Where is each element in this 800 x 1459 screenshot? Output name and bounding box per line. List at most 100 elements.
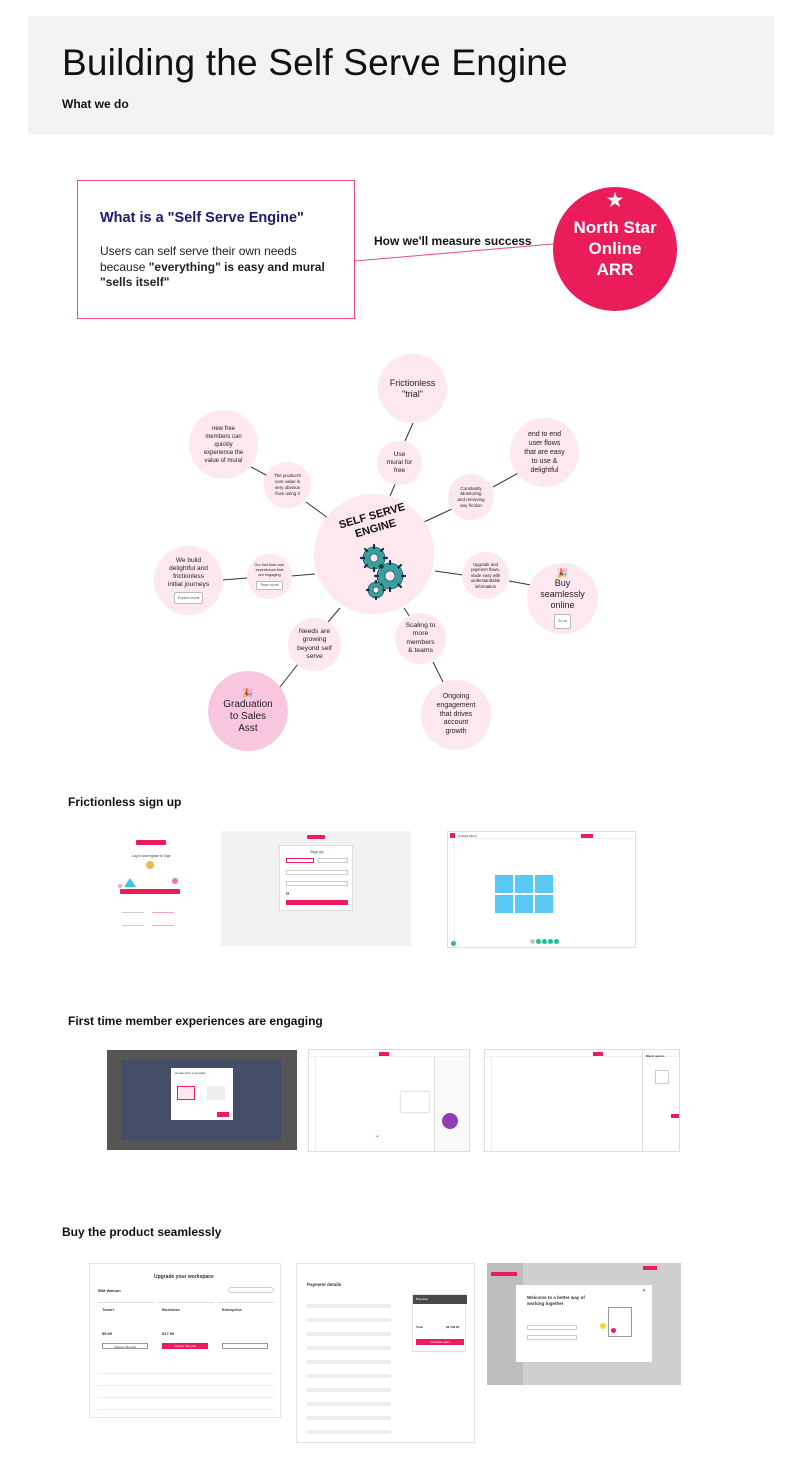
login-button[interactable]: [120, 889, 180, 894]
north-star-circle: ★ North Star Online ARR: [553, 187, 677, 311]
bubble-line: Upgrade and: [473, 561, 498, 567]
bubble-line: Ongoing: [442, 693, 470, 700]
bubble-line: members can: [205, 433, 242, 440]
plan-button[interactable]: Choose this plan: [162, 1343, 208, 1349]
payment-summary: Business Total $2,158.80 Purchase plan: [412, 1294, 467, 1352]
bubble-line: new free: [211, 425, 235, 432]
plan-price: $17.99: [162, 1331, 175, 1336]
plan-button[interactable]: Choose this plan: [102, 1343, 148, 1349]
decor-dot: [172, 878, 178, 884]
thumb-mural-quests: Mural quests: [484, 1049, 680, 1152]
welcome-input[interactable]: [527, 1335, 577, 1340]
bubble-line: that are easy: [524, 449, 565, 456]
modal-next-button[interactable]: [217, 1112, 229, 1117]
thumb-welcome: Welcome to a better way of working toget…: [487, 1263, 681, 1385]
plan-card-business: Business $17.99 Choose this plan: [158, 1302, 214, 1354]
close-icon[interactable]: ✕: [642, 1288, 647, 1294]
bubble-line: Buy: [554, 578, 571, 588]
welcome-title: Welcome to a better way of working toget…: [527, 1295, 585, 1306]
bubble-monitoring: Constantly Monitoring and removing any f…: [448, 474, 494, 520]
board-share-button[interactable]: [379, 1051, 389, 1056]
team-mural-chip[interactable]: Team mural: [256, 581, 283, 590]
bubble-ongoing-engagement: Ongoing engagement that drives account g…: [421, 680, 491, 750]
plan-name: Business: [162, 1307, 180, 1312]
avatar: [548, 939, 553, 944]
quests-button[interactable]: [671, 1114, 679, 1118]
bubble-line: Asst: [238, 722, 258, 734]
welcome-modal: Welcome to a better way of working toget…: [516, 1285, 652, 1362]
bubble-line: & teams: [408, 647, 433, 654]
bubble-use-free: Use mural for free: [377, 441, 422, 485]
definition-title: What is a "Self Serve Engine": [100, 210, 304, 226]
bubble-scaling-teams: Scaling to more members & teams: [395, 613, 446, 664]
purchase-button[interactable]: Purchase plan: [416, 1339, 464, 1345]
new-mural-button[interactable]: [491, 1272, 517, 1276]
connector-growing: [327, 607, 341, 623]
bubble-line: user flows: [528, 440, 561, 447]
bubble-products-value: The product's core value is very obvious…: [264, 462, 311, 508]
login-logo: [136, 840, 166, 845]
north-star-label: North Star Online ARR: [553, 217, 677, 280]
thumb-signup: Sign up: [221, 831, 411, 946]
sticky-note[interactable]: [535, 875, 553, 893]
bubble-graduation: 🎉 Graduation to Sales Asst: [208, 671, 288, 751]
board-sidebar: [448, 839, 455, 947]
avatar: [536, 939, 541, 944]
bubble-line: online: [550, 600, 575, 610]
signup-field-first[interactable]: [286, 858, 314, 863]
bubble-line: Use: [393, 451, 406, 458]
sticky-note[interactable]: [535, 895, 553, 913]
board-share-button[interactable]: [593, 1051, 603, 1056]
bubble-line: Constantly: [460, 485, 482, 491]
bubble-line: frictionless: [173, 573, 204, 580]
go-on-chip[interactable]: Go on: [553, 614, 572, 629]
billing-toggle[interactable]: [228, 1287, 274, 1293]
sticky-note[interactable]: [515, 875, 533, 893]
bubble-line: growing: [302, 636, 327, 643]
right-panel: [434, 1057, 469, 1151]
help-icon[interactable]: [451, 941, 456, 946]
connector-ongoing: [432, 661, 444, 683]
section-title-buy: Buy the product seamlessly: [62, 1225, 222, 1239]
sticky-note[interactable]: [495, 875, 513, 893]
bubble-line: The product's: [273, 473, 302, 479]
bubble-frictionless-trial: Frictionless "trial": [378, 354, 447, 423]
board-sidebar: [309, 1057, 316, 1151]
signup-card: Sign up: [279, 845, 353, 911]
avatar: [530, 939, 535, 944]
explore-mural-chip[interactable]: Explore mural: [173, 592, 204, 604]
board-share-button[interactable]: [581, 833, 593, 838]
bubble-line: Monitoring: [460, 491, 482, 497]
upgrade-button[interactable]: [643, 1266, 657, 1270]
sticky-note[interactable]: [495, 895, 513, 913]
thumb-template-modal: Create from a template: [107, 1050, 297, 1150]
welcome-input[interactable]: [527, 1325, 577, 1330]
gears-icon: [359, 543, 407, 601]
bubble-line: seamlessly: [540, 589, 585, 599]
template-preview: [207, 1086, 225, 1100]
connector-buy: [508, 580, 532, 586]
signup-checkbox[interactable]: [286, 892, 289, 895]
payment-title: Payment details: [307, 1282, 342, 1287]
bubble-line: "trial": [402, 388, 423, 399]
avatar: [554, 939, 559, 944]
signup-field-email[interactable]: [286, 870, 348, 875]
feature-table: [98, 1362, 274, 1412]
summary-title: Business: [416, 1297, 429, 1301]
sticky-note[interactable]: [515, 895, 533, 913]
login-avatar: [146, 861, 154, 869]
connector-products: [305, 501, 329, 519]
bubble-line: free: [393, 467, 406, 474]
signup-field-last[interactable]: [318, 858, 348, 863]
plan-button[interactable]: [222, 1343, 268, 1349]
bubble-line: end to end: [527, 431, 562, 438]
login-lines: [152, 912, 174, 926]
signup-button[interactable]: [286, 900, 348, 905]
board-toolbar: [485, 1050, 679, 1057]
bubble-line: serve: [306, 653, 323, 660]
bubble-line: core value is: [274, 479, 301, 485]
chevron-down-icon[interactable]: ⌄: [375, 1133, 381, 1139]
bubble-line: made easy with: [470, 572, 501, 578]
signup-field-pass[interactable]: [286, 881, 348, 886]
bubble-line: and removing: [457, 497, 485, 502]
